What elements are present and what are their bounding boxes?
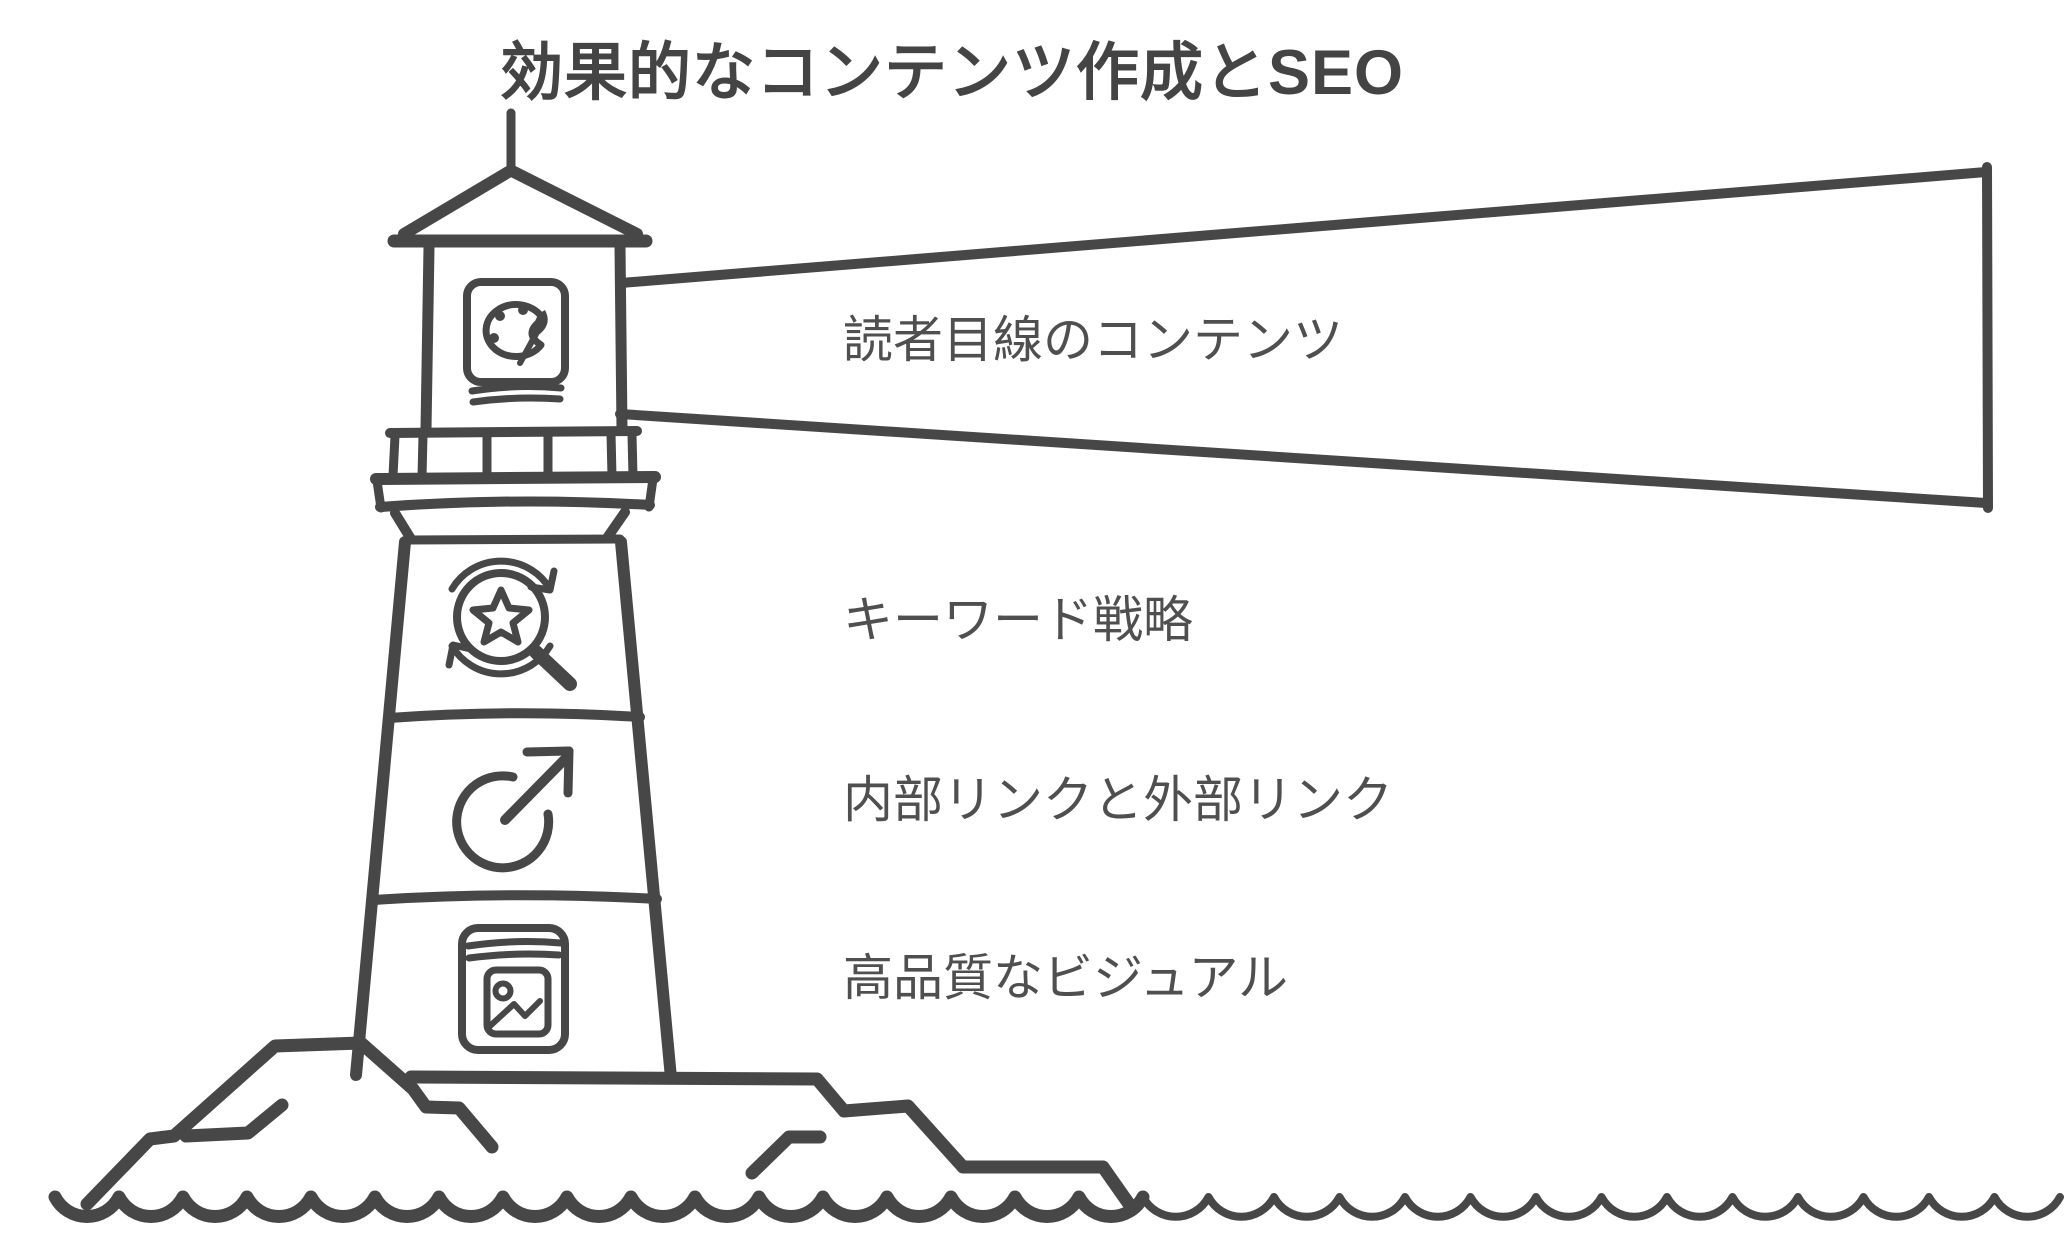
star-search-icon bbox=[445, 557, 577, 691]
lantern-room bbox=[420, 241, 628, 435]
links-label: 内部リンクと外部リンク bbox=[843, 772, 1393, 828]
visuals-label: 高品質なビジュアル bbox=[843, 950, 1288, 1006]
keyword-label: キーワード戦略 bbox=[843, 592, 1193, 648]
rocks-island bbox=[80, 1036, 1136, 1211]
gallery-railing bbox=[370, 426, 661, 545]
sea-waves bbox=[48, 1190, 2064, 1223]
image-book-icon bbox=[458, 924, 569, 1054]
external-link-arrow-icon bbox=[452, 746, 574, 873]
tower-body bbox=[350, 536, 677, 1084]
palette-book-icon bbox=[463, 278, 569, 406]
light-beam bbox=[615, 162, 1993, 513]
beam-label: 読者目線のコンテンツ bbox=[843, 312, 1343, 368]
lighthouse-roof bbox=[387, 108, 653, 248]
waves-right bbox=[1139, 1193, 2064, 1221]
waves-left bbox=[48, 1190, 1150, 1223]
page-title: 効果的なコンテンツ作成とSEO bbox=[500, 38, 1405, 108]
